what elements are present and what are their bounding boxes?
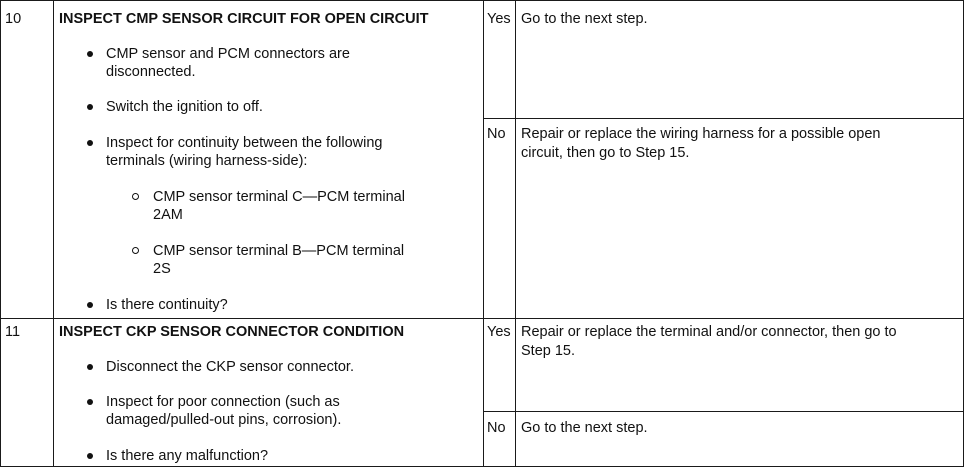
bullet-text: Is there any malfunction? bbox=[106, 448, 269, 464]
bullet-icon bbox=[87, 453, 93, 459]
action-text: Repair or replace the terminal and/or co… bbox=[521, 324, 897, 340]
answer-yes: Yes bbox=[487, 11, 511, 27]
row-10-result-divider bbox=[483, 118, 964, 119]
bullet-icon bbox=[87, 104, 93, 110]
column-divider-action bbox=[515, 0, 516, 467]
bullet-icon bbox=[87, 302, 93, 308]
bullet-text: disconnected. bbox=[106, 64, 196, 80]
action-text: Step 15. bbox=[521, 343, 576, 359]
bullet-icon bbox=[87, 51, 93, 57]
step-title: INSPECT CKP SENSOR CONNECTOR CONDITION bbox=[59, 324, 405, 340]
bullet-text: Is there continuity? bbox=[106, 297, 228, 313]
step-title: INSPECT CMP SENSOR CIRCUIT FOR OPEN CIRC… bbox=[59, 11, 429, 27]
action-text: Go to the next step. bbox=[521, 11, 648, 27]
answer-yes: Yes bbox=[487, 324, 511, 340]
bullet-text: terminals (wiring harness-side): bbox=[106, 153, 308, 169]
answer-no: No bbox=[487, 126, 506, 142]
bullet-icon bbox=[87, 399, 93, 405]
sub-bullet-text: 2S bbox=[153, 261, 171, 277]
table-border-bottom bbox=[0, 466, 964, 467]
bullet-text: CMP sensor and PCM connectors are bbox=[106, 46, 350, 62]
action-text: Go to the next step. bbox=[521, 420, 648, 436]
sub-bullet-icon bbox=[132, 247, 139, 254]
sub-bullet-text: CMP sensor terminal C—PCM terminal bbox=[153, 189, 405, 205]
sub-bullet-icon bbox=[132, 193, 139, 200]
answer-no: No bbox=[487, 420, 506, 436]
sub-bullet-text: CMP sensor terminal B—PCM terminal bbox=[153, 243, 405, 259]
bullet-icon bbox=[87, 364, 93, 370]
bullet-text: Inspect for poor connection (such as bbox=[106, 394, 340, 410]
table-border-left bbox=[0, 0, 1, 467]
column-divider-answer bbox=[483, 0, 484, 467]
bullet-text: damaged/pulled-out pins, corrosion). bbox=[106, 412, 342, 428]
column-divider-step bbox=[53, 0, 54, 467]
bullet-text: Inspect for continuity between the follo… bbox=[106, 135, 383, 151]
action-text: Repair or replace the wiring harness for… bbox=[521, 126, 881, 142]
bullet-text: Disconnect the CKP sensor connector. bbox=[106, 359, 354, 375]
bullet-icon bbox=[87, 140, 93, 146]
row-divider bbox=[0, 318, 964, 319]
action-text: circuit, then go to Step 15. bbox=[521, 145, 690, 161]
bullet-text: Switch the ignition to off. bbox=[106, 99, 263, 115]
row-11-result-divider bbox=[483, 411, 964, 412]
table-border-top bbox=[0, 0, 964, 1]
step-number: 11 bbox=[5, 324, 21, 340]
sub-bullet-text: 2AM bbox=[153, 207, 183, 223]
step-number: 10 bbox=[5, 11, 22, 27]
